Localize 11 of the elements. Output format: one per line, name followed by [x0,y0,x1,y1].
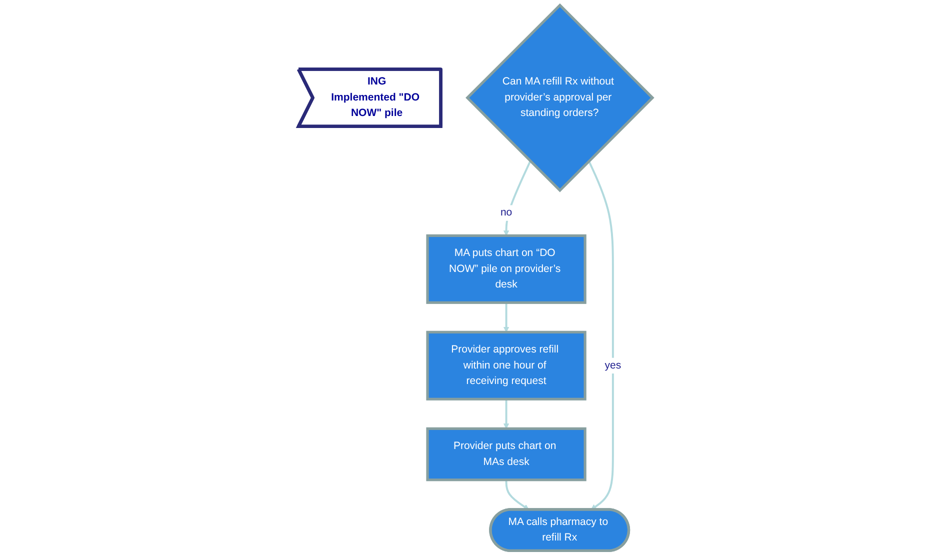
arrow [505,480,530,510]
arrow [503,160,532,236]
arrow [588,160,614,510]
node-box: Provider approves refill within one hour of receiving request [426,330,586,400]
node-box: Provider puts chart on MAs desk [426,427,586,482]
arrow [503,302,510,332]
arrow [503,399,510,429]
edge-label: yes [604,360,622,371]
node-diamond: Can MA refill Rx without provider’s approval per standing orders? [466,3,654,192]
edge-label: no [500,207,512,218]
node-box: MA puts chart on “DO NOW” pile on provider’s desk [426,234,586,304]
